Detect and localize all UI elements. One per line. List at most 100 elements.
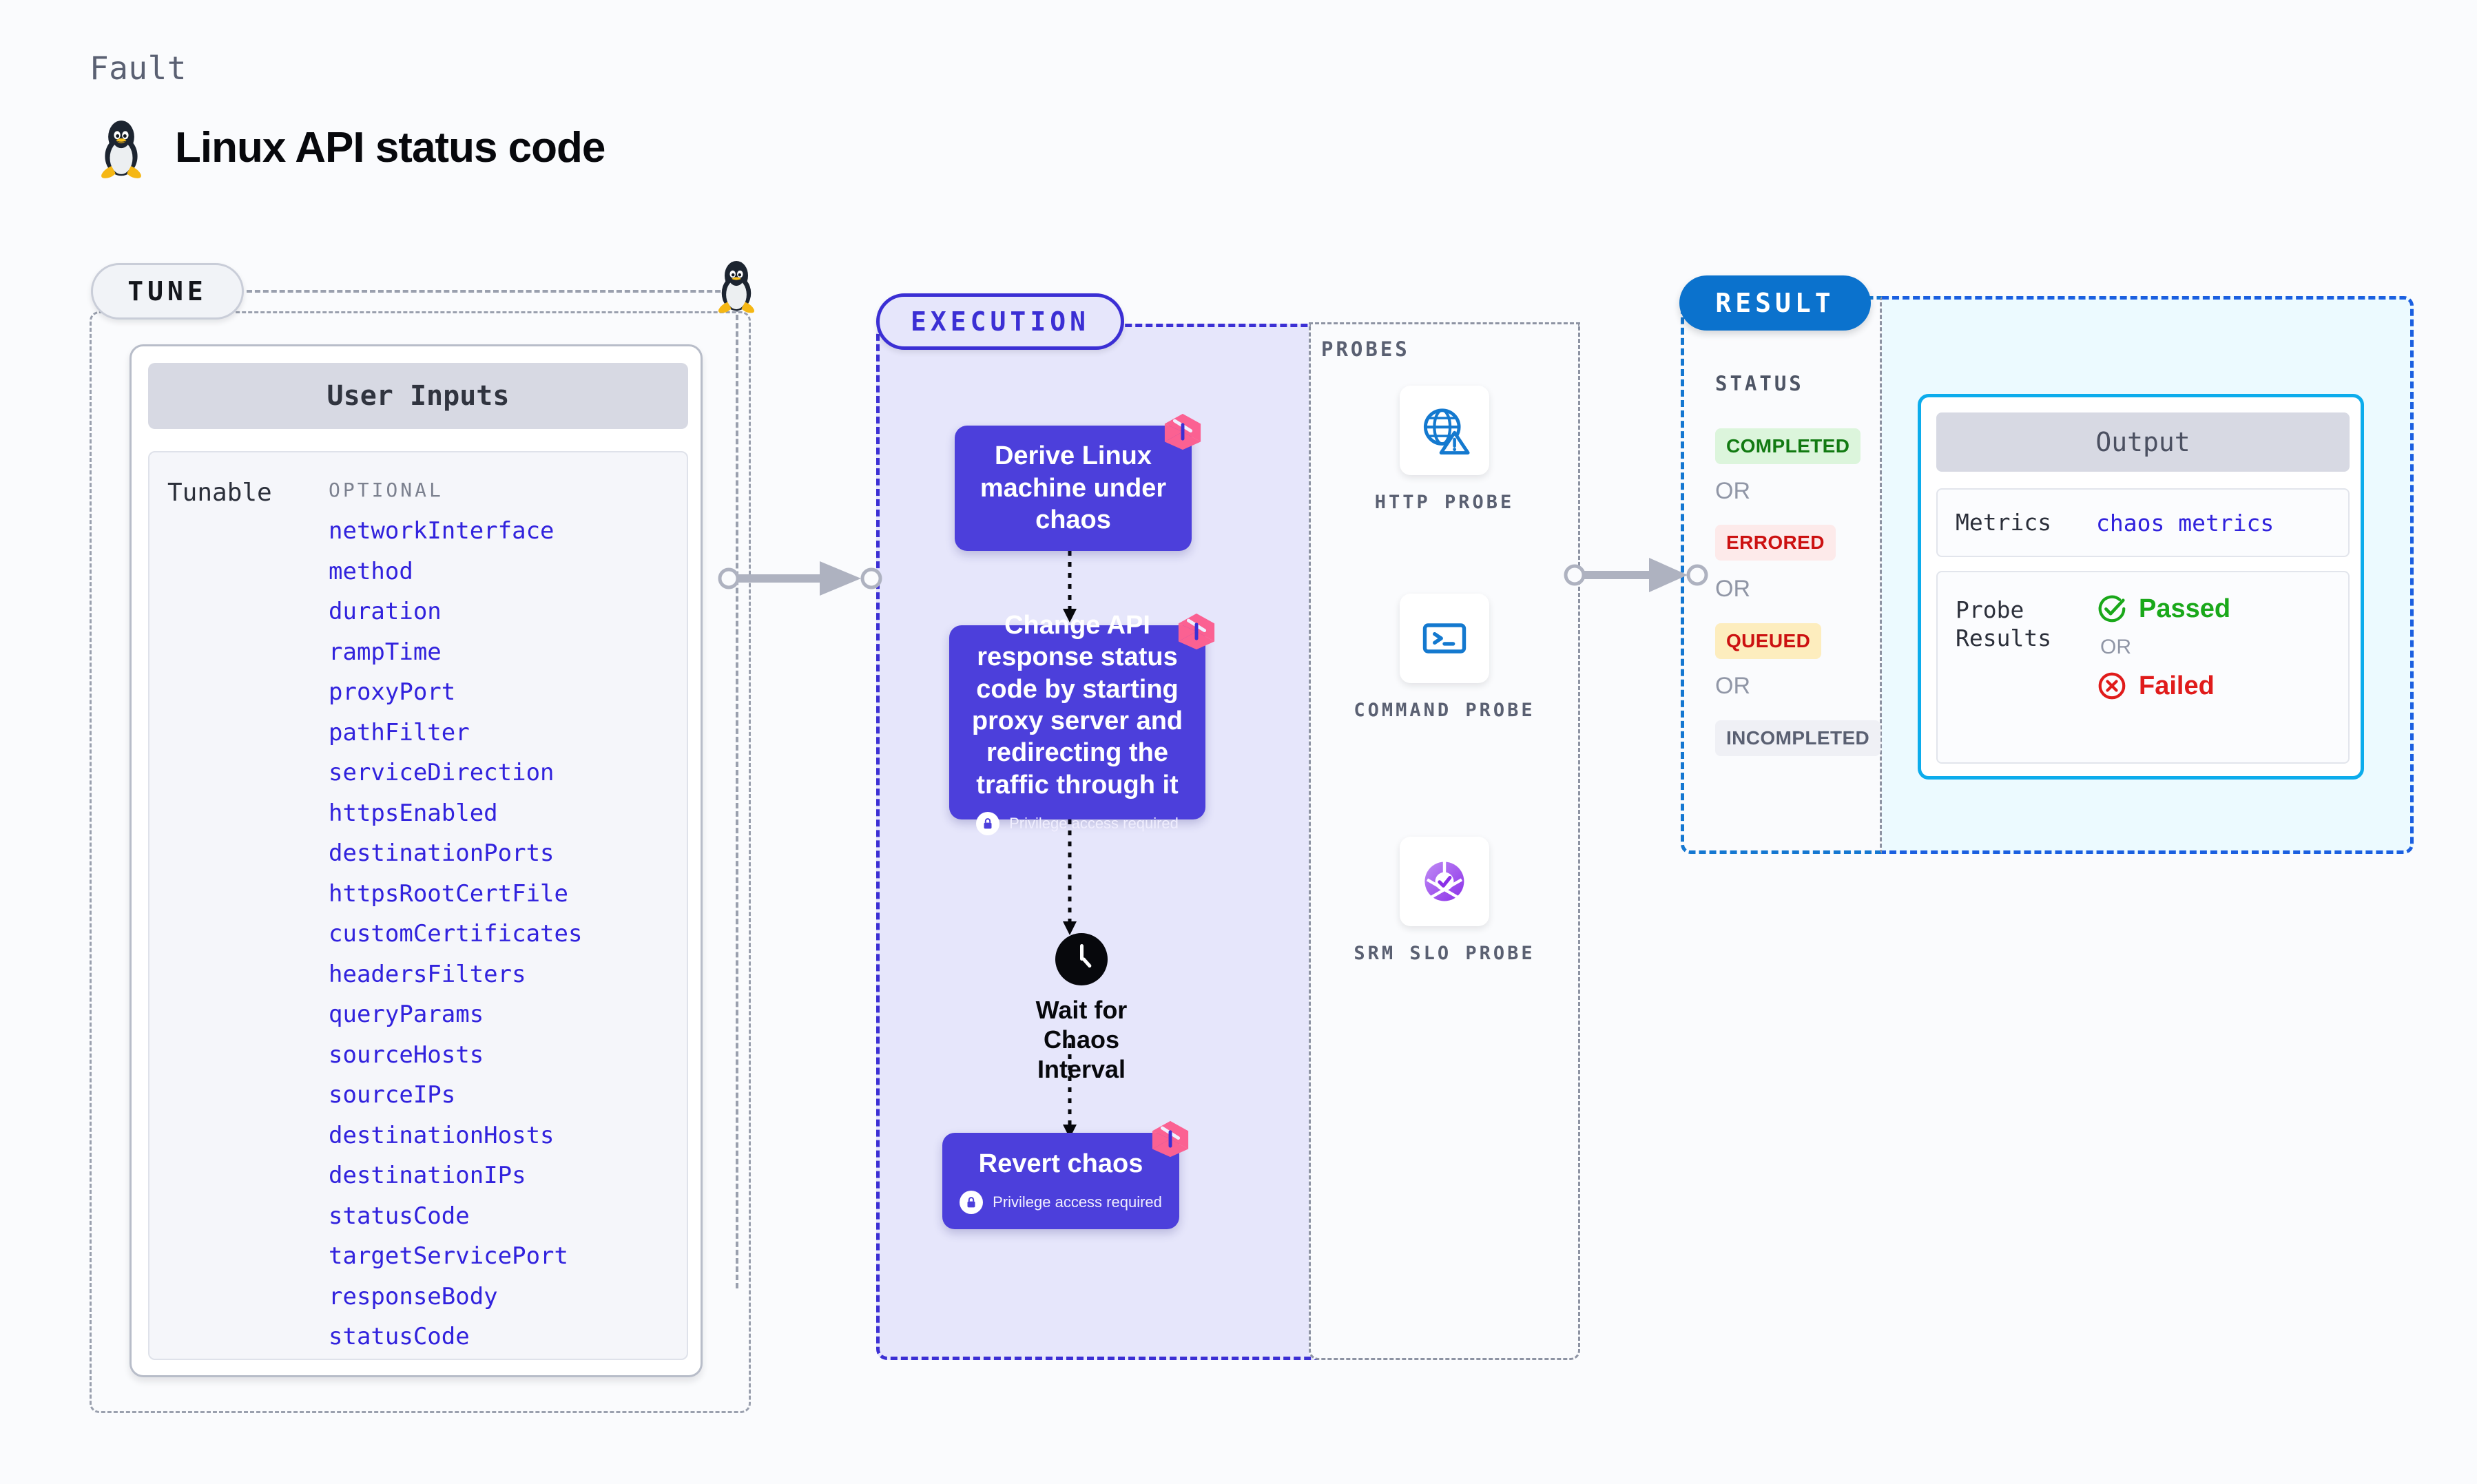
execution-node-change-status[interactable]: Change API response status code by start…: [949, 611, 1215, 836]
metrics-value-link[interactable]: chaos metrics: [2096, 509, 2274, 536]
execution-node-revert[interactable]: Revert chaos Privilege access required: [942, 1120, 1189, 1229]
lock-icon: [960, 1191, 984, 1215]
execution-node-label: Derive Linux machine under chaos: [980, 441, 1167, 535]
status-badge-queued: QUEUED: [1715, 623, 1822, 659]
param-item[interactable]: headersFilters: [329, 960, 526, 988]
param-item[interactable]: statusCode: [329, 1202, 470, 1230]
user-inputs-card: User Inputs Tunable OPTIONAL networkInte…: [129, 344, 703, 1377]
privilege-text: Privilege access required: [1009, 815, 1179, 833]
lock-icon: [976, 812, 1000, 836]
stage-pill-result[interactable]: RESULT: [1679, 275, 1871, 331]
wait-for-chaos-interval-step: Wait for Chaos Interval: [1013, 933, 1150, 1085]
linux-penguin-icon-small: [713, 256, 760, 314]
param-item[interactable]: serviceDirection: [329, 759, 555, 786]
param-item[interactable]: statusCode: [329, 1323, 470, 1350]
param-item[interactable]: responseBody: [329, 1282, 498, 1310]
param-item[interactable]: httpsEnabled: [329, 799, 498, 827]
stage-pill-tune[interactable]: TUNE: [91, 263, 244, 320]
probe-label: SRM SLO PROBE: [1354, 943, 1535, 964]
arrow-wait-to-revert: [1063, 1043, 1077, 1138]
probe-label: COMMAND PROBE: [1354, 700, 1535, 721]
probe-results-key-line1: Probe: [1956, 596, 2024, 623]
privilege-note: Privilege access required: [976, 812, 1179, 836]
privilege-text: Privilege access required: [993, 1193, 1162, 1211]
probes-region-top-border: [1309, 322, 1580, 324]
terminal-icon: [1422, 623, 1466, 654]
wait-step-label: Wait for Chaos Interval: [1035, 996, 1128, 1084]
param-item[interactable]: duration: [329, 598, 442, 625]
status-badge-errored: ERRORED: [1715, 525, 1836, 561]
or-separator: OR: [1715, 673, 1750, 699]
linux-penguin-svg: [101, 121, 141, 178]
probe-results-key: Probe Results: [1938, 572, 2096, 653]
or-separator: OR: [2100, 636, 2131, 658]
probe-command[interactable]: COMMAND PROBE: [1309, 594, 1580, 723]
arrow-derive-to-change: [1063, 551, 1077, 623]
output-row-probe-results: Probe Results Passed OR Fai: [1936, 571, 2350, 764]
linux-penguin-icon: [95, 116, 147, 179]
probes-title: PROBES: [1321, 337, 1410, 361]
param-item[interactable]: rampTime: [329, 638, 442, 666]
execution-node-label: Change API response status code by start…: [971, 610, 1183, 800]
stage-pill-execution[interactable]: EXECUTION: [876, 293, 1124, 350]
probe-tile: [1400, 837, 1489, 926]
execution-node-label: Revert chaos: [978, 1149, 1143, 1178]
or-separator: OR: [1715, 478, 1750, 504]
output-title: Output: [1936, 412, 2350, 472]
privilege-note: Privilege access required: [960, 1191, 1162, 1215]
status-badge-completed: COMPLETED: [1715, 428, 1861, 464]
arrow-change-to-wait: [1063, 819, 1077, 935]
execution-node-derive[interactable]: Derive Linux machine under chaos: [955, 413, 1201, 551]
status-badge-incompleted: INCOMPLETED: [1715, 720, 1881, 756]
tunable-label: Tunable: [167, 479, 272, 507]
param-item[interactable]: networkInterface: [329, 517, 555, 545]
arrow-tune-to-execution: [718, 561, 882, 596]
param-list: networkInterface method duration rampTime pr…: [329, 519, 687, 1348]
probe-result-passed: Passed: [2096, 593, 2230, 625]
metrics-key: Metrics: [1956, 509, 2052, 536]
output-card: Output Metrics chaos metrics Probe Resul…: [1918, 394, 2364, 780]
param-item[interactable]: destinationPorts: [329, 839, 555, 867]
status-title: STATUS: [1715, 372, 1804, 395]
slo-donut-check-icon: [1424, 861, 1464, 901]
tune-connector-line: [247, 290, 737, 293]
probe-http[interactable]: HTTP PROBE: [1309, 386, 1580, 515]
chaos-badge-icon: [1150, 1119, 1190, 1159]
param-item[interactable]: customCertificates: [329, 920, 583, 948]
x-circle-icon: [2098, 672, 2126, 700]
chaos-badge-icon: [1163, 412, 1203, 452]
param-item[interactable]: targetServicePort: [329, 1242, 568, 1270]
page-title: Linux API status code: [175, 123, 605, 171]
tune-region: [90, 311, 751, 1413]
page-title-row: Linux API status code: [95, 116, 605, 179]
passed-label: Passed: [2139, 594, 2231, 623]
tunable-column: Tunable: [149, 479, 329, 1359]
probe-srm-slo[interactable]: SRM SLO PROBE: [1309, 837, 1580, 966]
param-item[interactable]: sourceHosts: [329, 1041, 484, 1069]
param-item[interactable]: destinationIPs: [329, 1162, 526, 1189]
probe-label: HTTP PROBE: [1374, 492, 1515, 513]
probe-tile: [1400, 594, 1489, 683]
user-inputs-title: User Inputs: [148, 363, 688, 429]
param-item[interactable]: method: [329, 557, 413, 585]
param-item[interactable]: sourceIPs: [329, 1081, 456, 1109]
chaos-badge-icon: [1177, 612, 1216, 651]
probe-results-key-line2: Results: [1956, 625, 2052, 652]
param-item[interactable]: proxyPort: [329, 678, 456, 706]
probe-tile: [1400, 386, 1489, 475]
param-item[interactable]: pathFilter: [329, 718, 470, 746]
tune-vertical-line: [736, 290, 738, 1288]
fault-kicker: Fault: [90, 50, 187, 87]
clock-icon: [1055, 933, 1108, 985]
arrow-execution-to-result: [1564, 558, 1708, 592]
param-item[interactable]: queryParams: [329, 1001, 484, 1028]
result-status-region: [1681, 296, 1882, 854]
failed-label: Failed: [2139, 671, 2215, 700]
probe-results-values: Passed OR Failed: [2096, 572, 2230, 702]
param-item[interactable]: destinationHosts: [329, 1121, 555, 1149]
probe-result-failed: Failed: [2096, 670, 2230, 702]
param-item[interactable]: httpsRootCertFile: [329, 879, 568, 908]
